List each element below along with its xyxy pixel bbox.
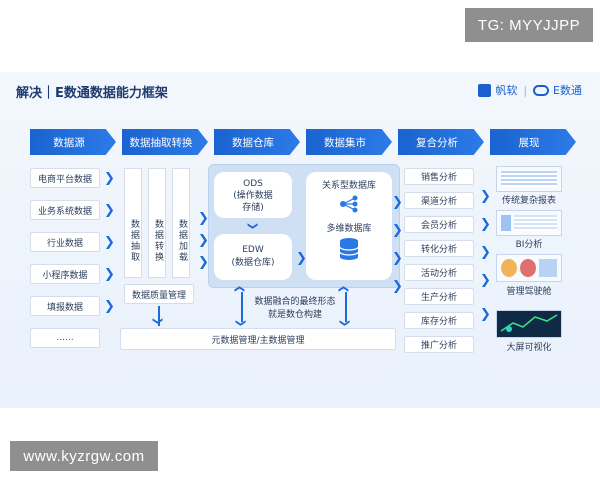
chevron-right-icon: ❯ bbox=[104, 203, 115, 218]
arrow-down-icon: ❯ bbox=[247, 221, 259, 231]
ods-subtitle: (操作数据 bbox=[233, 191, 273, 201]
chevron-right-icon: ❯ bbox=[104, 235, 115, 250]
arrow-up-icon: ❯ bbox=[338, 284, 350, 294]
brand-name: 帆软 bbox=[495, 84, 518, 97]
column-header-etl: 数据抽取转换 bbox=[122, 129, 208, 155]
column-header-mart: 数据集市 bbox=[306, 129, 392, 155]
column-header-analysis: 复合分析 bbox=[398, 129, 484, 155]
analysis-item: 推广分析 bbox=[404, 336, 474, 353]
edw-box: EDW (数据仓库) bbox=[214, 234, 292, 280]
ods-subtitle: 存储) bbox=[242, 203, 264, 213]
chevron-right-icon: ❯ bbox=[480, 217, 491, 232]
fusion-note: 数据融合的最终形态 就是数仓构建 bbox=[250, 296, 340, 322]
analysis-item: 销售分析 bbox=[404, 168, 474, 185]
presentation-label: 传统复杂报表 bbox=[501, 196, 556, 206]
fusion-note-line: 就是数仓构建 bbox=[267, 310, 322, 320]
watermark-url: www.kyzrgw.com bbox=[10, 441, 158, 471]
bi-thumbnail bbox=[496, 210, 562, 236]
chevron-right-icon: ❯ bbox=[104, 171, 115, 186]
column-header-warehouse: 数据仓库 bbox=[214, 129, 300, 155]
chevron-right-icon: ❯ bbox=[104, 267, 115, 282]
fanruan-logo-icon bbox=[478, 83, 492, 97]
data-quality-box: 数据质量管理 bbox=[124, 284, 194, 304]
chevron-right-icon: ❯ bbox=[392, 279, 403, 294]
source-item: 填报数据 bbox=[30, 296, 100, 316]
presentation-label: 管理驾驶舱 bbox=[506, 287, 552, 297]
source-item: 小程序数据 bbox=[30, 264, 100, 284]
analysis-item: 转化分析 bbox=[404, 240, 474, 257]
chevron-right-icon: ❯ bbox=[104, 299, 115, 314]
chevron-right-icon: ❯ bbox=[480, 245, 491, 260]
arrow-up-down-left bbox=[241, 292, 243, 322]
multidim-db-label: 多维数据库 bbox=[326, 224, 372, 234]
analysis-item: 渠道分析 bbox=[404, 192, 474, 209]
framework-slide: 解决｜E数通数据能力框架 帆软 | E数通 数据源 数据抽取转换 数据仓库 数据… bbox=[0, 72, 600, 408]
source-item: 电商平台数据 bbox=[30, 168, 100, 188]
slide-title: 解决｜E数通数据能力框架 bbox=[16, 86, 168, 101]
arrow-down-icon: ❯ bbox=[152, 316, 164, 326]
ods-box: ODS (操作数据 存储) bbox=[214, 172, 292, 218]
column-header-sources: 数据源 bbox=[30, 129, 116, 155]
chevron-right-icon: ❯ bbox=[392, 251, 403, 266]
brand-product: E数通 bbox=[553, 84, 582, 97]
report-thumbnail bbox=[496, 166, 562, 192]
network-icon bbox=[340, 195, 358, 213]
analysis-item: 库存分析 bbox=[404, 312, 474, 329]
metadata-bar: 元数据管理/主数据管理 bbox=[120, 328, 396, 350]
chevron-right-icon: ❯ bbox=[198, 255, 209, 270]
analysis-item: 生产分析 bbox=[404, 288, 474, 305]
source-item: 行业数据 bbox=[30, 232, 100, 252]
brand-logo: 帆软 | E数通 bbox=[478, 82, 582, 98]
etl-transform: 数据转换 bbox=[148, 168, 166, 278]
arrow-down-icon: ❯ bbox=[339, 318, 351, 328]
presentation-label: 大屏可视化 bbox=[506, 343, 552, 353]
arrow-up-icon: ❯ bbox=[234, 284, 246, 294]
chevron-right-icon: ❯ bbox=[392, 195, 403, 210]
arrow-down-icon: ❯ bbox=[235, 318, 247, 328]
arrow-down-quality bbox=[158, 306, 160, 326]
etl-extract: 数据抽取 bbox=[124, 168, 142, 278]
analysis-item: 会员分析 bbox=[404, 216, 474, 233]
edw-title: EDW bbox=[242, 245, 264, 255]
source-item: ...... bbox=[30, 328, 100, 348]
bigscreen-chart-icon bbox=[500, 314, 558, 332]
cockpit-thumbnail bbox=[496, 254, 562, 282]
brand-separator: | bbox=[523, 83, 528, 97]
bigscreen-thumbnail bbox=[496, 310, 562, 338]
etl-load: 数据加载 bbox=[172, 168, 190, 278]
relational-db-label: 关系型数据库 bbox=[321, 181, 376, 191]
presentation-label: BI分析 bbox=[515, 240, 543, 250]
fusion-note-line: 数据融合的最终形态 bbox=[254, 297, 336, 307]
analysis-item: 活动分析 bbox=[404, 264, 474, 281]
chevron-right-icon: ❯ bbox=[480, 273, 491, 288]
source-item: 业务系统数据 bbox=[30, 200, 100, 220]
watermark-tg: TG: MYYJJPP bbox=[465, 8, 593, 42]
edw-subtitle: (数据仓库) bbox=[231, 258, 275, 268]
e-shutong-logo-icon bbox=[533, 84, 550, 96]
chevron-right-icon: ❯ bbox=[392, 223, 403, 238]
chevron-right-icon: ❯ bbox=[480, 189, 491, 204]
mart-box: 关系型数据库 多维数据库 bbox=[306, 172, 392, 280]
chevron-right-icon: ❯ bbox=[480, 307, 491, 322]
arrow-up-down-right bbox=[345, 292, 347, 322]
ods-title: ODS bbox=[243, 179, 263, 189]
database-icon bbox=[339, 238, 359, 260]
column-header-presentation: 展现 bbox=[490, 129, 576, 155]
chevron-right-icon: ❯ bbox=[296, 251, 307, 266]
chevron-right-icon: ❯ bbox=[198, 211, 209, 226]
chevron-right-icon: ❯ bbox=[198, 233, 209, 248]
